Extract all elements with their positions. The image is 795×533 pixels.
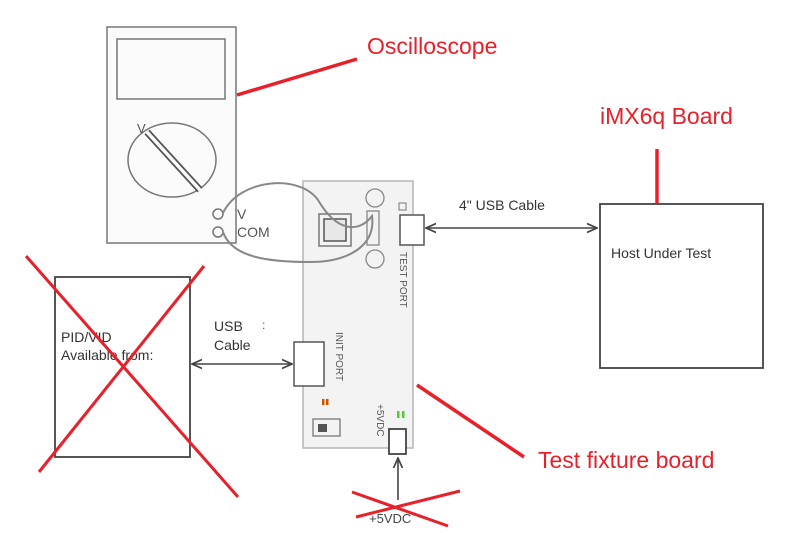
led-indicator-icon xyxy=(397,411,405,418)
meter-v-port-label: V xyxy=(237,206,247,222)
probe-wire xyxy=(222,182,374,264)
test-fixture-label: Test fixture board xyxy=(538,447,714,473)
init-port-label: INIT PORT xyxy=(333,332,344,381)
cross-out-mark xyxy=(351,489,461,528)
meter-com-jack xyxy=(212,226,224,238)
slide-switch-icon xyxy=(312,418,341,437)
host-under-test-box xyxy=(599,203,764,369)
power-5vdc-label: +5VDC xyxy=(374,404,385,437)
meter-dial-label: V xyxy=(137,121,146,136)
imx-board-label: iMX6q Board xyxy=(600,103,733,129)
test-port-connector xyxy=(399,214,425,246)
host-under-test-label: Host Under Test xyxy=(611,245,711,261)
led-indicator-icon xyxy=(322,399,329,405)
multimeter-icon: V V COM xyxy=(106,26,270,244)
meter-v-jack xyxy=(212,208,224,220)
crossed-power-text: +5VDC xyxy=(369,511,411,526)
usb-cable-label-line1: USB xyxy=(214,318,243,334)
meter-com-port-label: COM xyxy=(237,224,270,240)
init-port-connector xyxy=(293,341,325,387)
power-jack xyxy=(388,428,407,455)
red-annotations: Oscilloscope iMX6q Board Test fixture bo… xyxy=(236,33,733,473)
usb-cable-label-line2: Cable xyxy=(214,337,251,353)
oscilloscope-label: Oscilloscope xyxy=(367,33,497,59)
dial-icon xyxy=(127,122,217,198)
cross-out-mark xyxy=(24,255,240,498)
usb-cable-mark: : xyxy=(262,318,265,332)
test-fixture-board: TEST PORT INIT PORT +5VDC xyxy=(293,180,425,455)
test-port-label: TEST PORT xyxy=(397,252,408,308)
usb-cable-4in-label: 4" USB Cable xyxy=(459,197,545,213)
